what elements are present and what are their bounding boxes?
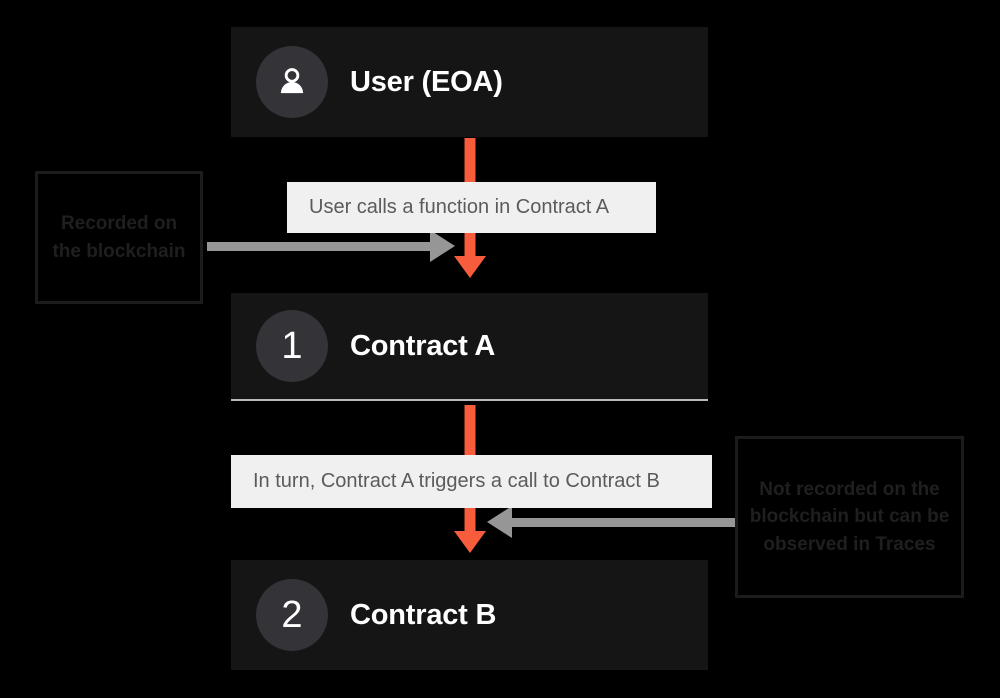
step-badge-2: 2 — [256, 579, 328, 651]
edge-label-user-to-contract-a: User calls a function in Contract A — [287, 182, 656, 233]
annotation-note-not-recorded: Not recorded on the blockchain but can b… — [735, 436, 964, 598]
node-card-contract-b[interactable]: 2 Contract B — [231, 560, 708, 670]
arrow-shaft — [207, 241, 430, 251]
annotation-arrow-recorded — [207, 230, 455, 262]
edge-label-contract-a-to-contract-b: In turn, Contract A triggers a call to C… — [231, 455, 712, 508]
arrow-shaft — [512, 517, 735, 527]
person-icon — [280, 68, 304, 94]
node-card-user[interactable]: User (EOA) — [231, 27, 708, 137]
arrow-head-left-icon — [487, 506, 512, 538]
annotation-text-recorded: Recorded on the blockchain — [52, 212, 186, 262]
step-badge-1: 1 — [256, 310, 328, 382]
node-title-contract-b: Contract B — [350, 598, 497, 631]
annotation-arrow-not-recorded — [487, 506, 735, 538]
node-title-contract-a: Contract A — [350, 329, 496, 362]
edge-label-text: User calls a function in Contract A — [309, 196, 610, 218]
edge-label-text: In turn, Contract A triggers a call to C… — [253, 470, 660, 492]
arrow-head-right-icon — [430, 230, 455, 262]
annotation-text-not-recorded: Not recorded on the blockchain but can b… — [749, 478, 950, 555]
node-title-user: User (EOA) — [350, 65, 503, 98]
node-card-contract-a[interactable]: 1 Contract A — [231, 293, 708, 401]
avatar — [256, 46, 328, 118]
annotation-note-recorded: Recorded on the blockchain — [35, 171, 203, 304]
